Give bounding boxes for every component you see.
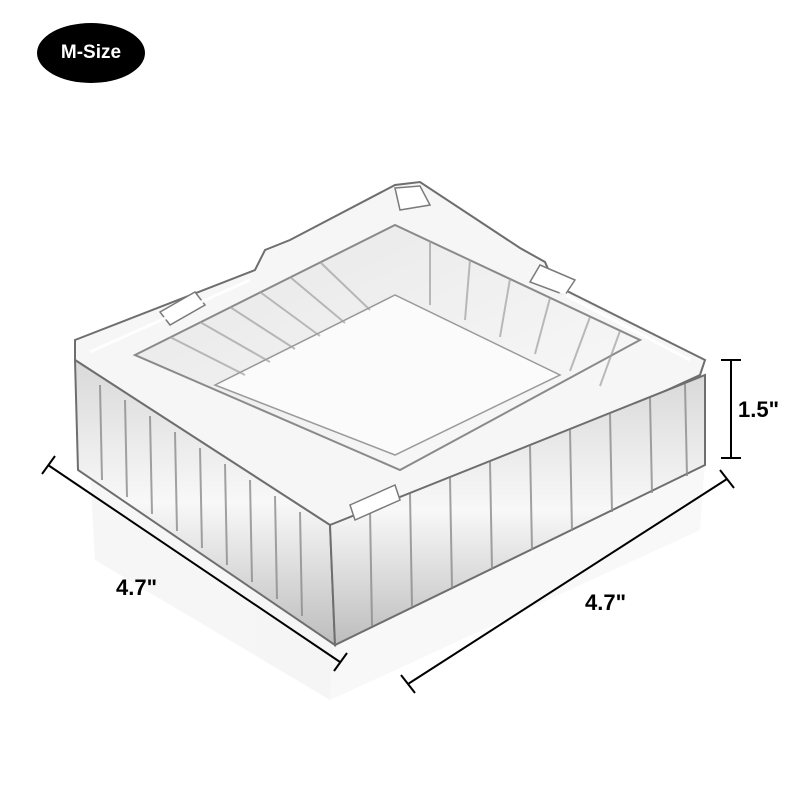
height-label: 1.5" (738, 397, 780, 422)
width-dimension-line (47, 464, 341, 663)
width-label: 4.7" (116, 575, 158, 600)
dimension-lines (41, 359, 741, 694)
depth-label: 4.7" (585, 590, 627, 615)
reflection (90, 460, 705, 700)
glass-ashtray-icon (73, 180, 707, 647)
depth-dimension-line (407, 478, 728, 685)
size-badge: M-Size (37, 23, 145, 83)
size-badge-label: M-Size (60, 42, 122, 63)
